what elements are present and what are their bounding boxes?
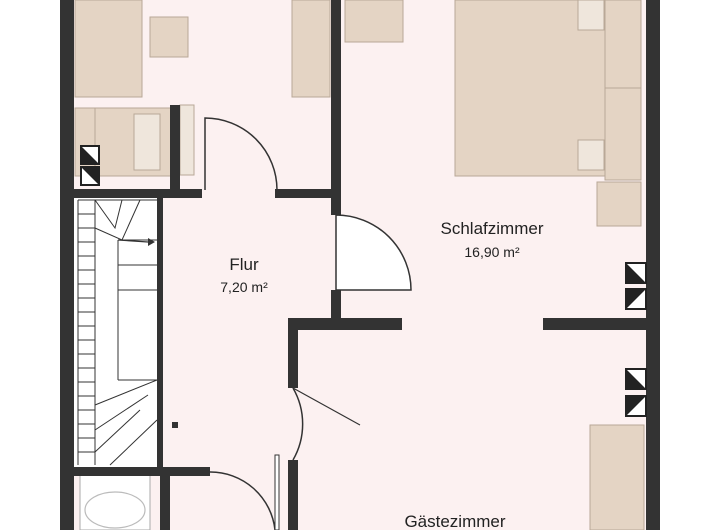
room-labels: Flur 7,20 m² Schlafzimmer 16,90 m² Gäste… [220, 219, 544, 530]
staircase [72, 197, 178, 467]
furniture-nightstand-top [604, 0, 642, 89]
wall-top-room-divider [170, 105, 180, 190]
door-schlafzimmer [335, 214, 412, 291]
wall-bath-right [160, 470, 170, 530]
doors [204, 117, 412, 530]
wall-left-outer [60, 0, 74, 470]
furniture-bed-pillow-bottom [577, 139, 605, 171]
wall-right-outer [646, 0, 660, 530]
room-name-gaestezimmer: Gästezimmer [404, 512, 505, 530]
floor-gaestezimmer [294, 325, 646, 530]
furniture-small-table [596, 181, 642, 227]
door-gaestezimmer [292, 387, 304, 461]
door-bath [209, 471, 276, 530]
room-area-flur: 7,20 m² [220, 279, 268, 295]
wall-mid-horizontal-left [290, 318, 402, 330]
door-top-room [204, 117, 278, 191]
marker-left [80, 145, 100, 186]
switch-markers [80, 145, 647, 417]
wall-bath-top [60, 467, 210, 476]
furniture-gaestezimmer-cabinet [589, 424, 645, 530]
marker-right-bottom [625, 368, 647, 417]
furniture [74, 0, 645, 530]
toilet [79, 474, 151, 530]
room-name-flur: Flur [229, 255, 259, 274]
furniture-nightstand-bottom [604, 87, 642, 181]
wall-center-vertical-mid [331, 290, 341, 330]
furniture-cabinet-top-left [74, 0, 143, 98]
walls [60, 0, 660, 530]
wall-stair-top [72, 189, 202, 198]
wall-center-vertical-top [331, 0, 341, 215]
furniture-tall-cabinet [291, 0, 331, 98]
marker-right-top [625, 262, 647, 310]
furniture-nightstand-left [179, 104, 195, 176]
wall-left-bottom [60, 467, 74, 530]
furniture-cabinet-schlafzimmer [344, 0, 404, 43]
wall-stair-top-right [275, 189, 335, 198]
room-area-schlafzimmer: 16,90 m² [464, 244, 520, 260]
wall-stair-right [157, 195, 163, 470]
furniture-bed-headboard [74, 107, 96, 177]
furniture-desk-chair [149, 16, 189, 58]
furniture-pillow [133, 113, 161, 171]
furniture-bed-pillow-top [577, 0, 605, 31]
wall-mid-horizontal-right [543, 318, 648, 330]
room-name-schlafzimmer: Schlafzimmer [441, 219, 544, 238]
wall-gaeste-vertical-bottom [288, 460, 298, 530]
wall-gaeste-vertical-top [288, 318, 298, 388]
